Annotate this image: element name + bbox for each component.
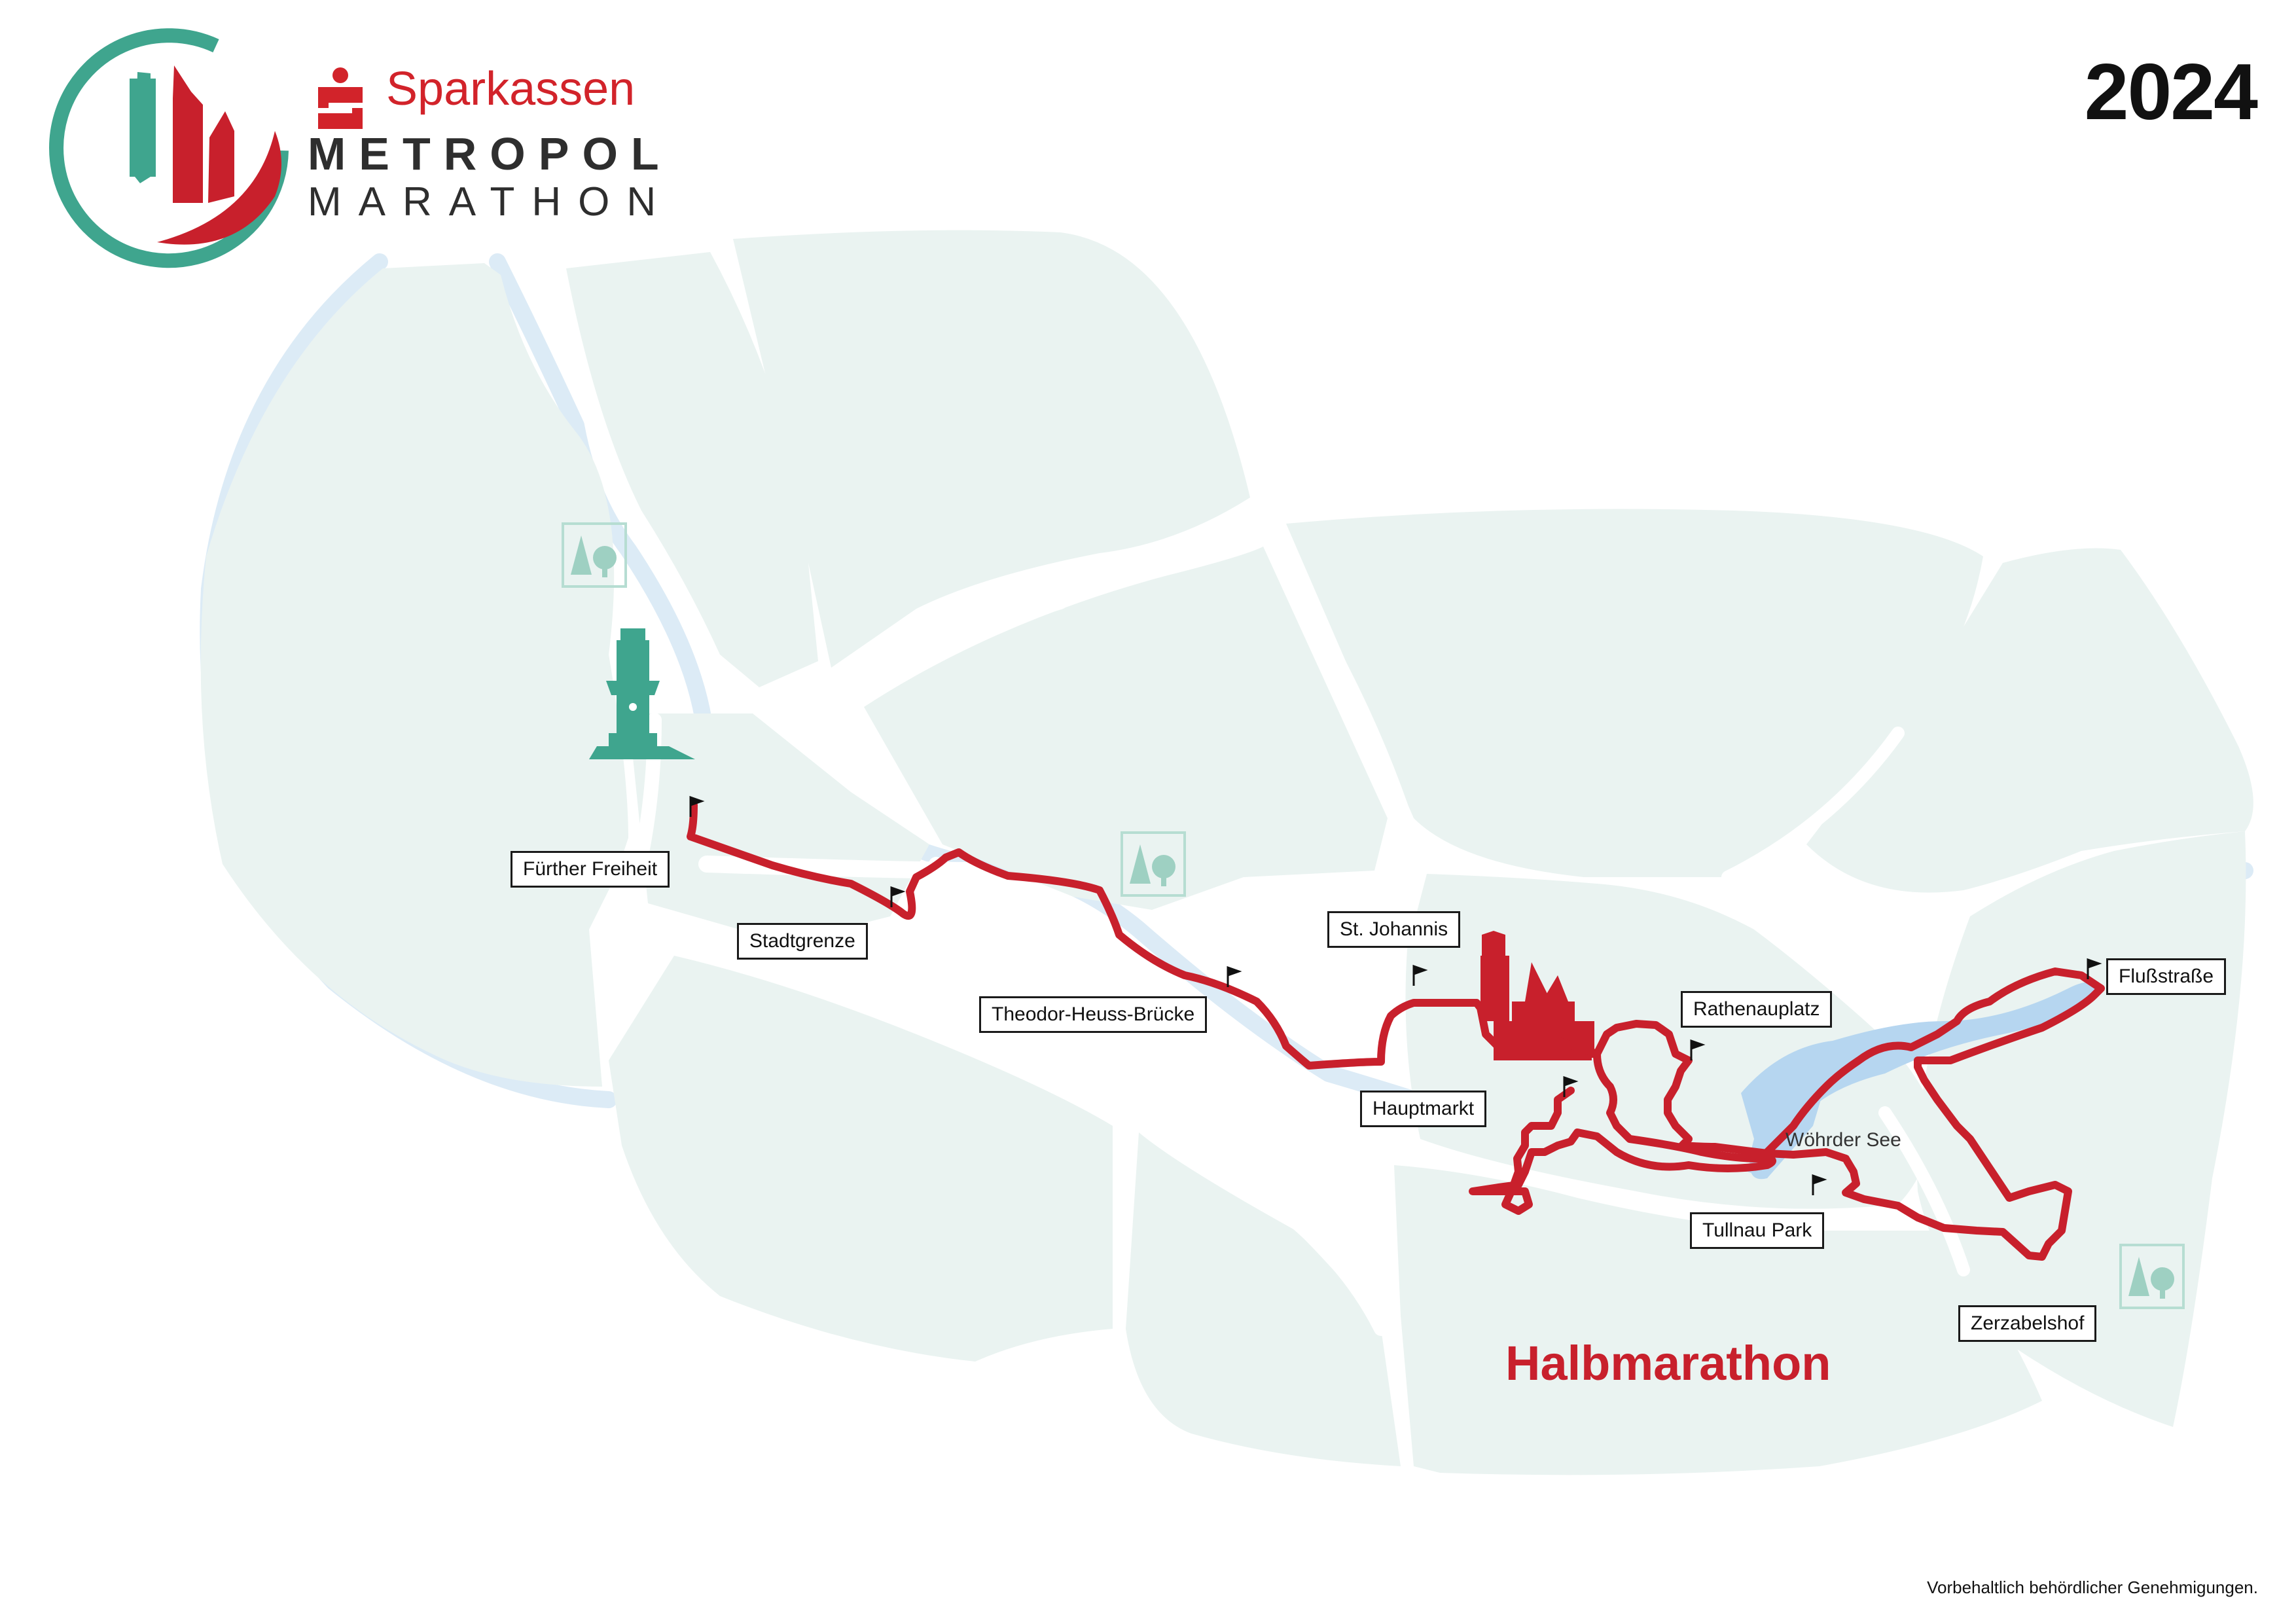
fuerth-tower-icon bbox=[589, 628, 695, 759]
checkpoint-label: Theodor-Heuss-Brücke bbox=[979, 996, 1208, 1033]
half-marathon-route bbox=[687, 801, 2105, 1261]
checkpoint-label: Hauptmarkt bbox=[1360, 1091, 1487, 1127]
flag-icon bbox=[1227, 965, 1242, 987]
checkpoint-label: Tullnau Park bbox=[1690, 1212, 1825, 1249]
district-north-2 bbox=[864, 547, 1388, 910]
district-south-center bbox=[1126, 1132, 1401, 1466]
district-fuerth-center bbox=[628, 713, 929, 943]
flag-icon bbox=[1690, 1039, 1706, 1060]
district-map bbox=[200, 230, 2253, 1475]
flag-icon bbox=[689, 795, 705, 817]
district-fuerth-north bbox=[566, 252, 818, 687]
event-year: 2024 bbox=[2084, 47, 2258, 136]
park-tree-icon bbox=[562, 522, 627, 588]
district-north-1 bbox=[733, 230, 1250, 668]
flag-icon bbox=[890, 886, 906, 907]
checkpoint-label: Flußstraße bbox=[2106, 958, 2227, 995]
checkpoint-label: Fürther Freiheit bbox=[511, 851, 670, 888]
lake-woehrder-see bbox=[1741, 982, 2101, 1180]
checkpoint-label: Stadtgrenze bbox=[737, 923, 868, 960]
flag-icon bbox=[2087, 958, 2102, 979]
half-marathon-route-inner-loop bbox=[1469, 1050, 1776, 1215]
brand-metropol: METROPOL bbox=[308, 128, 672, 179]
district-northeast bbox=[1286, 509, 1983, 877]
park-tree-icon bbox=[1121, 831, 1186, 897]
race-title: Halbmarathon bbox=[1505, 1336, 1831, 1390]
flag-icon bbox=[1563, 1075, 1579, 1097]
brand-sparkassen: Sparkassen bbox=[386, 63, 636, 115]
sparkasse-s-icon bbox=[318, 67, 363, 129]
park-tree-icon bbox=[2119, 1244, 2185, 1309]
flag-icon bbox=[1812, 1174, 1827, 1195]
checkpoint-label: Rathenauplatz bbox=[1681, 991, 1833, 1028]
district-southwest bbox=[609, 956, 1113, 1362]
disclaimer: Vorbehaltlich behördlicher Genehmigungen… bbox=[1927, 1578, 2258, 1597]
brand-marathon: MARATHON bbox=[308, 179, 673, 225]
checkpoint-label: St. Johannis bbox=[1327, 911, 1461, 948]
flag-icon bbox=[1412, 964, 1428, 986]
nuremberg-castle-icon bbox=[1480, 931, 1594, 1060]
lake-label: Wöhrder See bbox=[1785, 1129, 1901, 1151]
district-south-main bbox=[1394, 1165, 2042, 1475]
district-east-ne bbox=[1806, 548, 2253, 893]
marathon-logo bbox=[49, 28, 289, 268]
brand-wordmark: Sparkassen METROPOL MARATHON bbox=[308, 62, 673, 225]
checkpoint-label: Zerzabelshof bbox=[1958, 1305, 2097, 1342]
